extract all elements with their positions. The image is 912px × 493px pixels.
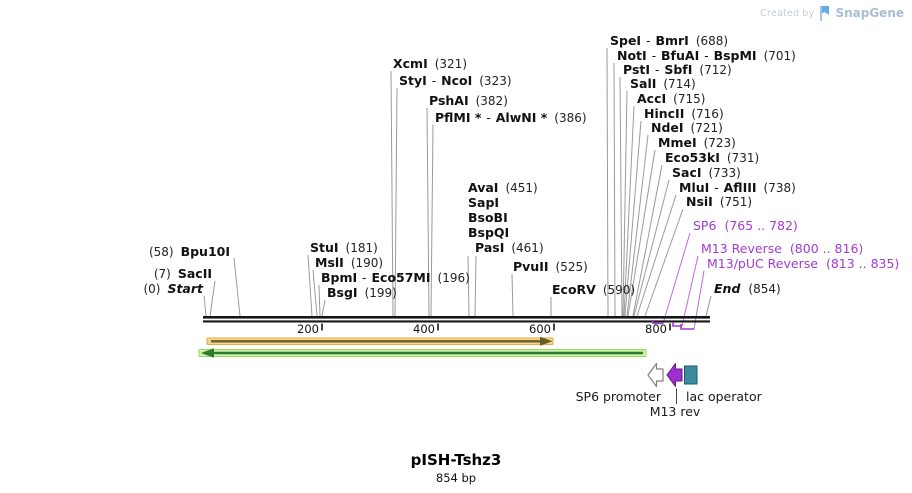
enzyme-label-bpu10i[interactable]: (58)Bpu10I [149,244,230,259]
leader-line [626,134,649,317]
enzyme-label-sali[interactable]: SalI(714) [630,76,696,91]
snapgene-watermark: Created by SnapGene [760,5,904,21]
enzyme-label-mmei[interactable]: MmeI(723) [658,135,736,150]
plasmid-name: pISH-Tshz3 [410,451,502,469]
leader-line [233,257,241,317]
sp6-promoter-arrow-icon[interactable] [647,362,664,388]
enzyme-label-acci[interactable]: AccI(715) [637,91,705,106]
leader-line [693,270,705,330]
leader-line [318,284,321,317]
enzyme-label-nsii[interactable]: NsiI(751) [686,194,752,209]
leader-line [623,105,635,317]
leader-line [632,164,663,317]
leader-line [705,295,712,317]
backbone-layer [203,316,710,323]
primer-brackets-layer [652,320,694,330]
enzyme-label-bspqi[interactable]: BspQI [468,225,509,240]
end-label[interactable]: End(854) [714,281,781,296]
enzyme-label-bsgi[interactable]: BsgI(199) [327,285,397,300]
leader-line [511,273,514,317]
leader-line [662,232,691,324]
enzyme-label-xcmi[interactable]: XcmI(321) [393,56,467,71]
leader-line [474,255,477,317]
primer-label-m13-puc-reverse[interactable]: M13/pUC Reverse(813 .. 835) [707,256,899,271]
enzyme-label-mlui-afliii[interactable]: MluI-AflIII(738) [679,180,796,195]
enzyme-label-saci[interactable]: SacI(733) [672,165,741,180]
ruler-tick-label: 800 [645,322,667,336]
enzyme-label-msli[interactable]: MslI(190) [315,255,383,270]
leader-lines-layer [203,47,712,330]
primer-bracket-sp6 [652,320,663,325]
plasmid-backbone [203,320,710,323]
leader-line [681,255,699,327]
feature-label-m13-rev[interactable]: M13 rev [650,404,701,419]
enzyme-label-eco53ki[interactable]: Eco53kI(731) [665,150,759,165]
enzyme-label-styi-ncoi[interactable]: StyI-NcoI(323) [399,73,512,88]
snapgene-flag-icon [820,6,830,21]
leader-line [627,149,656,317]
enzyme-label-stui[interactable]: StuI(181) [310,240,378,255]
ruler-tick-label: 400 [413,322,435,336]
title-block: pISH-Tshz3 854 bp [411,451,502,485]
primer-label-sp6[interactable]: SP6(765 .. 782) [693,218,798,233]
ruler-layer: 200 400 600 800 [297,322,671,336]
ruler-tick-label: 200 [297,322,319,336]
leader-line [394,87,398,317]
plasmid-backbone [203,316,710,319]
enzyme-label-psti-sbfi[interactable]: PstI-SbfI(712) [623,62,732,77]
green-arrow-head [201,348,214,358]
enzyme-label-avai[interactable]: AvaI(451) [468,180,538,195]
orange-arrow-head [540,336,553,346]
enzyme-label-ndei[interactable]: NdeI(721) [651,120,723,135]
feature-label-lac-operator[interactable]: lac operator [686,389,763,404]
leader-line [321,299,326,317]
enzyme-label-hincii[interactable]: HincII(716) [644,106,724,121]
enzyme-label-sapi[interactable]: SapI [468,195,499,210]
enzyme-label-pasi[interactable]: PasI(461) [475,240,544,255]
enzyme-label-sacii[interactable]: (7)SacII [154,266,212,281]
enzyme-label-ecorv[interactable]: EcoRV(590) [552,282,635,297]
leader-line [307,254,313,317]
leader-line [624,120,642,317]
leader-line [390,70,394,317]
leader-line [622,90,628,317]
start-label[interactable]: (0)Start [143,281,204,296]
feature-label-sp6-promoter[interactable]: SP6 promoter [576,389,662,404]
enzyme-label-bpmi-eco57mi[interactable]: BpmI-Eco57MI(196) [321,270,470,285]
leader-line [430,124,434,317]
feature-bars-layer [198,336,647,358]
leader-line [209,280,216,317]
primer-bracket-m13-puc-reverse [680,324,694,330]
enzyme-label-bsobi[interactable]: BsoBI [468,210,508,225]
enzyme-label-spei-bmri[interactable]: SpeI-BmrI(688) [610,33,728,48]
leader-line [203,295,207,317]
feature-icons-layer [647,362,698,404]
enzyme-label-pshai[interactable]: PshAI(382) [429,93,508,108]
enzyme-label-pvuii[interactable]: PvuII(525) [513,259,588,274]
enzyme-label-pflmi-alwni[interactable]: PflMI *-AlwNI *(386) [435,110,587,125]
leader-line [606,47,609,317]
leader-line [426,107,430,317]
enzyme-label-noti-bfuai-bspmi[interactable]: NotI-BfuAI-BspMI(701) [617,48,796,63]
primer-bracket-m13-reverse [672,322,682,327]
leader-line [636,194,677,317]
leader-line [633,179,670,317]
primer-label-m13-reverse[interactable]: M13 Reverse(800 .. 816) [701,241,863,256]
leader-line [619,76,623,317]
leader-line [613,62,616,317]
watermark-created-by-label: Created by [760,7,815,19]
lac-operator-box-icon[interactable] [684,365,698,385]
leader-line [644,208,684,317]
leader-line [312,269,318,317]
ruler-tick-label: 600 [529,322,551,336]
leader-line [467,255,470,317]
watermark-brand-label: SnapGene [835,6,904,20]
site-labels-layer: (58)Bpu10I (7)SacII StuI(181)MslI(190)BpmI… [143,33,899,419]
m13-rev-arrow-icon[interactable] [666,363,683,387]
plasmid-length: 854 bp [435,471,477,485]
